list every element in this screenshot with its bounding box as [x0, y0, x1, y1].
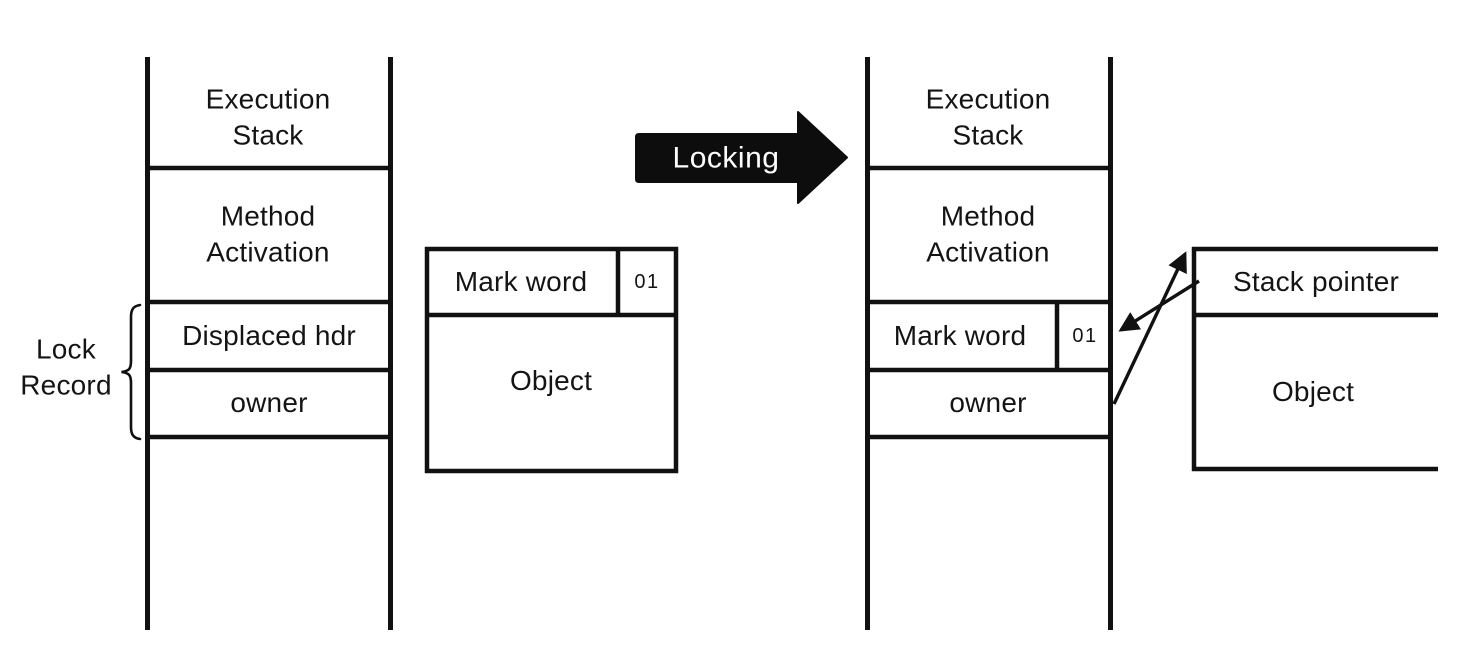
before-displaced-hdr-label: Displaced hdr: [182, 319, 356, 351]
before-owner-label: owner: [230, 386, 308, 418]
owner-to-object-arrow: [1112, 251, 1187, 405]
after-mark-word-label: Mark word: [893, 319, 1027, 351]
after-tag-bits: 01: [1072, 325, 1098, 347]
before-object-outline: [424, 246, 679, 474]
before-method-activation-label: Method Activation: [206, 200, 330, 268]
lock-record-label: Lock Record: [20, 333, 112, 401]
after-method-activation-label: Method Activation: [926, 200, 1050, 268]
locking-transition-arrow: [635, 111, 848, 204]
before-tag-bits: 01: [634, 271, 660, 293]
before-mark-word-label: Mark word: [454, 265, 588, 297]
before-object-label: Object: [509, 364, 593, 396]
after-owner-label: owner: [949, 386, 1027, 418]
stack-pointer-label: Stack pointer: [1232, 265, 1400, 297]
before-stack: [145, 57, 393, 630]
lock-record-brace: [121, 303, 142, 441]
before-object-box: [424, 246, 679, 474]
after-stack: [865, 57, 1113, 630]
after-object-label: Object: [1271, 375, 1355, 407]
after-stack-title: Execution Stack: [925, 83, 1051, 151]
locking-arrow-label: Locking: [672, 141, 780, 175]
before-stack-title: Execution Stack: [205, 83, 331, 151]
